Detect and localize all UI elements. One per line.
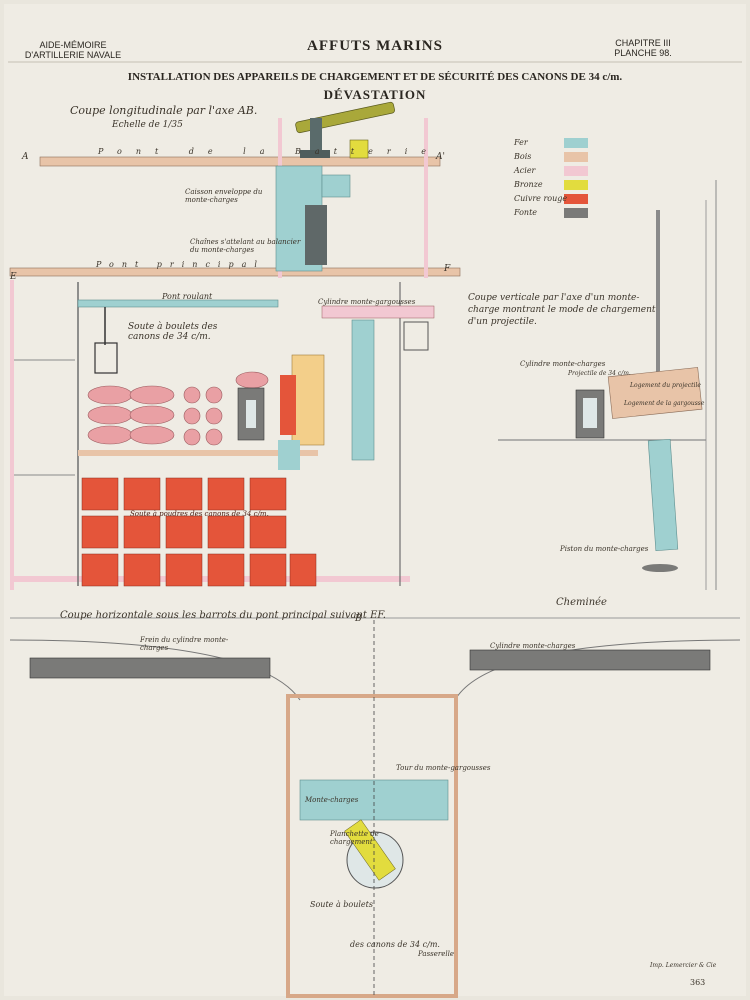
powder-cases[interactable] — [78, 450, 318, 587]
legend-label-cuivre: Cuivre rouge — [514, 194, 568, 203]
header-right: CHAPITRE III PLANCHE 98. — [598, 38, 688, 58]
legend-label-fer: Fer — [514, 138, 528, 147]
marker-E: E — [10, 272, 17, 282]
header-left: AIDE-MÉMOIRE D'ARTILLERIE NAVALE — [18, 40, 128, 60]
printer-credit: Imp. Lemercier & Cie — [650, 962, 717, 969]
label-canons-bottom: des canons de 34 c/m. — [350, 940, 440, 949]
label-monte-charges: Monte-charges — [305, 796, 359, 804]
header-right-line1: CHAPITRE III — [615, 38, 671, 48]
header-left-line1: AIDE-MÉMOIRE — [39, 40, 107, 50]
legend-label-bronze: Bronze — [514, 180, 543, 189]
marker-F: F — [444, 264, 451, 274]
label-passerelle: Passerelle — [418, 950, 455, 958]
label-soute-boulets-bottom: Soute à boulets — [310, 900, 373, 909]
label-soute-poudres: Soute à poudres des canons de 34 c/m. — [130, 510, 269, 518]
legend-label-acier: Acier — [514, 166, 536, 175]
label-chaines: Chaînes s'attelant au balancier du monte… — [190, 238, 301, 254]
label-projectile: Projectile de 34 c/m. — [568, 370, 631, 377]
label-cylindre-monte-charges-2: Cylindre monte-charges — [490, 642, 576, 650]
horizontal-section-title: Coupe horizontale sous les barrots du po… — [60, 610, 386, 621]
label-tour: Tour du monte-gargousses — [396, 764, 491, 772]
travelling-crane — [77, 299, 279, 374]
label-logement-projectile: Logement du projectile — [630, 382, 701, 389]
vertical-section-title: Coupe verticale par l'axe d'un monte-cha… — [468, 293, 656, 327]
label-pont-batterie: Pont de la Batterie — [98, 147, 440, 156]
horizontal-section — [9, 617, 741, 998]
hoist-casing — [275, 165, 351, 272]
shell-stack — [87, 371, 269, 446]
label-cylindre-monte-charges: Cylindre monte-charges — [520, 360, 606, 368]
legend-swatches — [564, 138, 588, 218]
header-left-line2: D'ARTILLERIE NAVALE — [24, 50, 122, 60]
label-logement-gargousse: Logement de la gargousse — [624, 400, 705, 407]
plate-title: INSTALLATION DES APPAREILS DE CHARGEMENT… — [127, 71, 623, 83]
marker-A: A — [22, 152, 29, 162]
battery-deck — [39, 156, 441, 167]
label-pont-principal: Pont principal — [96, 260, 265, 269]
label-cheminee: Cheminée — [556, 597, 607, 608]
marker-B: B — [355, 614, 362, 624]
plate-subtitle: DÉVASTATION — [323, 87, 427, 102]
label-cylindre-gargousses: Cylindre monte-gargousses — [318, 298, 416, 306]
page-number: 363 — [690, 978, 706, 987]
gun-mount — [295, 101, 395, 159]
label-planchette: Planchette de chargement — [330, 830, 379, 846]
label-frein: Frein du cylindre monte-charges — [140, 636, 229, 652]
cartridge-hoist — [278, 354, 325, 470]
label-pont-roulant: Pont roulant — [162, 292, 213, 301]
legend-label-fonte: Fonte — [514, 208, 538, 217]
legend-label-bois: Bois — [514, 152, 532, 161]
cartridge-cylinder — [321, 305, 435, 461]
scale-note: Echelle de 1/35 — [112, 120, 183, 130]
marker-A-prime: A' — [436, 152, 445, 162]
longitudinal-section-title: Coupe longitudinale par l'axe AB. — [70, 104, 258, 117]
vertical-section — [498, 210, 706, 572]
header-right-line2: PLANCHE 98. — [614, 48, 672, 58]
label-piston: Piston du monte-charges — [560, 545, 649, 553]
label-caisson: Caisson enveloppe du monte-charges — [185, 188, 263, 204]
main-deck — [9, 267, 461, 277]
label-soute-boulets: Soute à boulets des canons de 34 c/m. — [128, 322, 218, 342]
header-center: AFFUTS MARINS — [307, 38, 443, 54]
